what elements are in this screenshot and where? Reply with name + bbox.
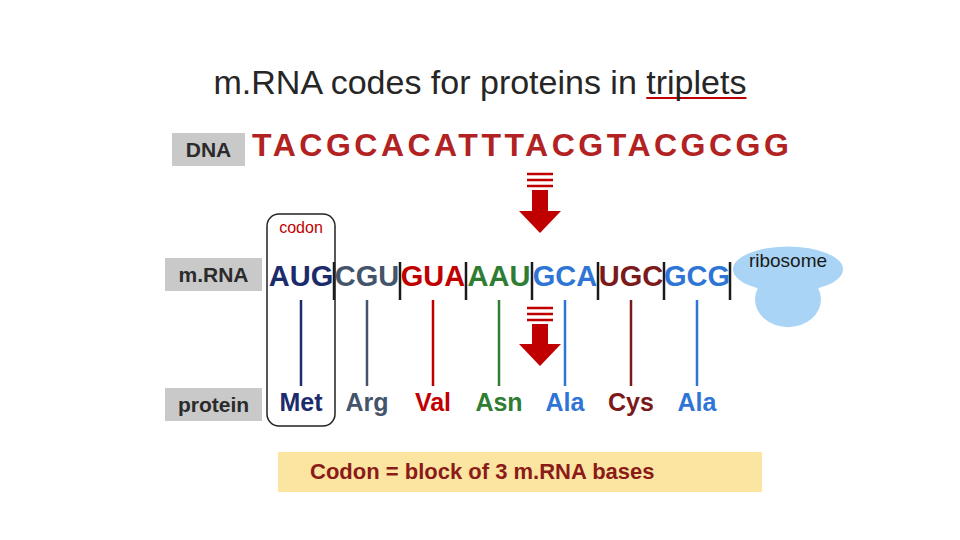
- leader-line: [696, 300, 699, 386]
- arrow-stripe: [527, 173, 553, 176]
- mrna-codon: AUG: [268, 261, 334, 293]
- node-label: Codon = block of 3 m.RNA bases: [310, 459, 655, 485]
- leader-line: [432, 300, 435, 386]
- label-box: m.RNA: [165, 258, 262, 291]
- arrow-stripe: [527, 319, 553, 322]
- arrow-shaft: [532, 190, 548, 212]
- dna-sequence: TACGCACATTTACGTACGCGG: [252, 128, 792, 163]
- arrow-stripe: [527, 179, 553, 182]
- amino-acid: Arg: [334, 389, 400, 417]
- ribosome-shape: ribosome: [733, 244, 843, 328]
- codon-leader-lines: [301, 300, 697, 386]
- codon-caption: codon: [268, 219, 334, 237]
- amino-acid: Asn: [466, 389, 532, 417]
- leader-line: [300, 300, 303, 386]
- mrna-codon: AAU: [466, 261, 532, 293]
- amino-acid: Met: [268, 389, 334, 417]
- arrow-stripe: [527, 185, 553, 188]
- arrow-stripe: [527, 307, 553, 310]
- amino-acid: Ala: [532, 389, 598, 417]
- arrow-head: [519, 211, 561, 233]
- codon-dividers: [334, 262, 730, 300]
- mrna-codon: CGU: [334, 261, 400, 293]
- amino-acid: Val: [400, 389, 466, 417]
- mrna-codon: UGC: [598, 261, 664, 293]
- node-label: protein: [178, 393, 249, 417]
- leader-line: [498, 300, 501, 386]
- codon-bracket: [267, 214, 335, 426]
- arrow-stripe: [527, 313, 553, 316]
- arrow-head: [519, 344, 561, 366]
- ribosome-upper-part: [733, 247, 843, 292]
- translation-arrow: [519, 308, 561, 366]
- leader-line: [564, 300, 567, 386]
- slide-title: m.RNA codes for proteins in triplets: [0, 62, 960, 103]
- leader-line: [366, 300, 369, 386]
- label-box: DNA: [172, 133, 245, 166]
- mrna-codon: GCA: [532, 261, 598, 293]
- arrow-shaft: [532, 324, 548, 345]
- mrna-codon: GUA: [400, 261, 466, 293]
- node-label: DNA: [186, 138, 232, 162]
- definition-box: Codon = block of 3 m.RNA bases: [278, 452, 762, 492]
- amino-acid: Cys: [598, 389, 664, 417]
- transcription-arrow: [519, 174, 561, 233]
- leader-line: [630, 300, 633, 386]
- label-box: protein: [165, 388, 262, 421]
- ribosome-label: ribosome: [749, 250, 827, 272]
- node-label: m.RNA: [178, 263, 248, 287]
- amino-acid: Ala: [664, 389, 730, 417]
- mrna-codon: GCG: [664, 261, 730, 293]
